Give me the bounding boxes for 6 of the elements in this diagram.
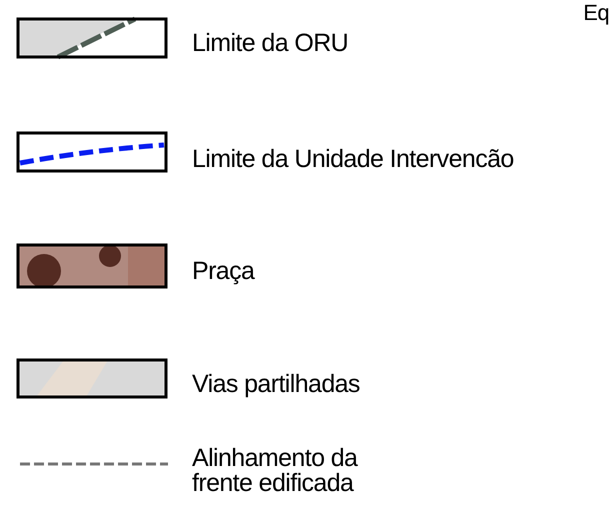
legend-label: Alinhamento da frente edificada [192,446,359,496]
legend-label: Limite da ORU [192,31,350,56]
legend-label: Vias partilhadas [192,372,361,397]
heading-fragment: Eq [583,0,609,25]
legend-label: Praça [192,259,256,284]
legend-label: Limite da Unidade Intervencão [192,147,515,172]
